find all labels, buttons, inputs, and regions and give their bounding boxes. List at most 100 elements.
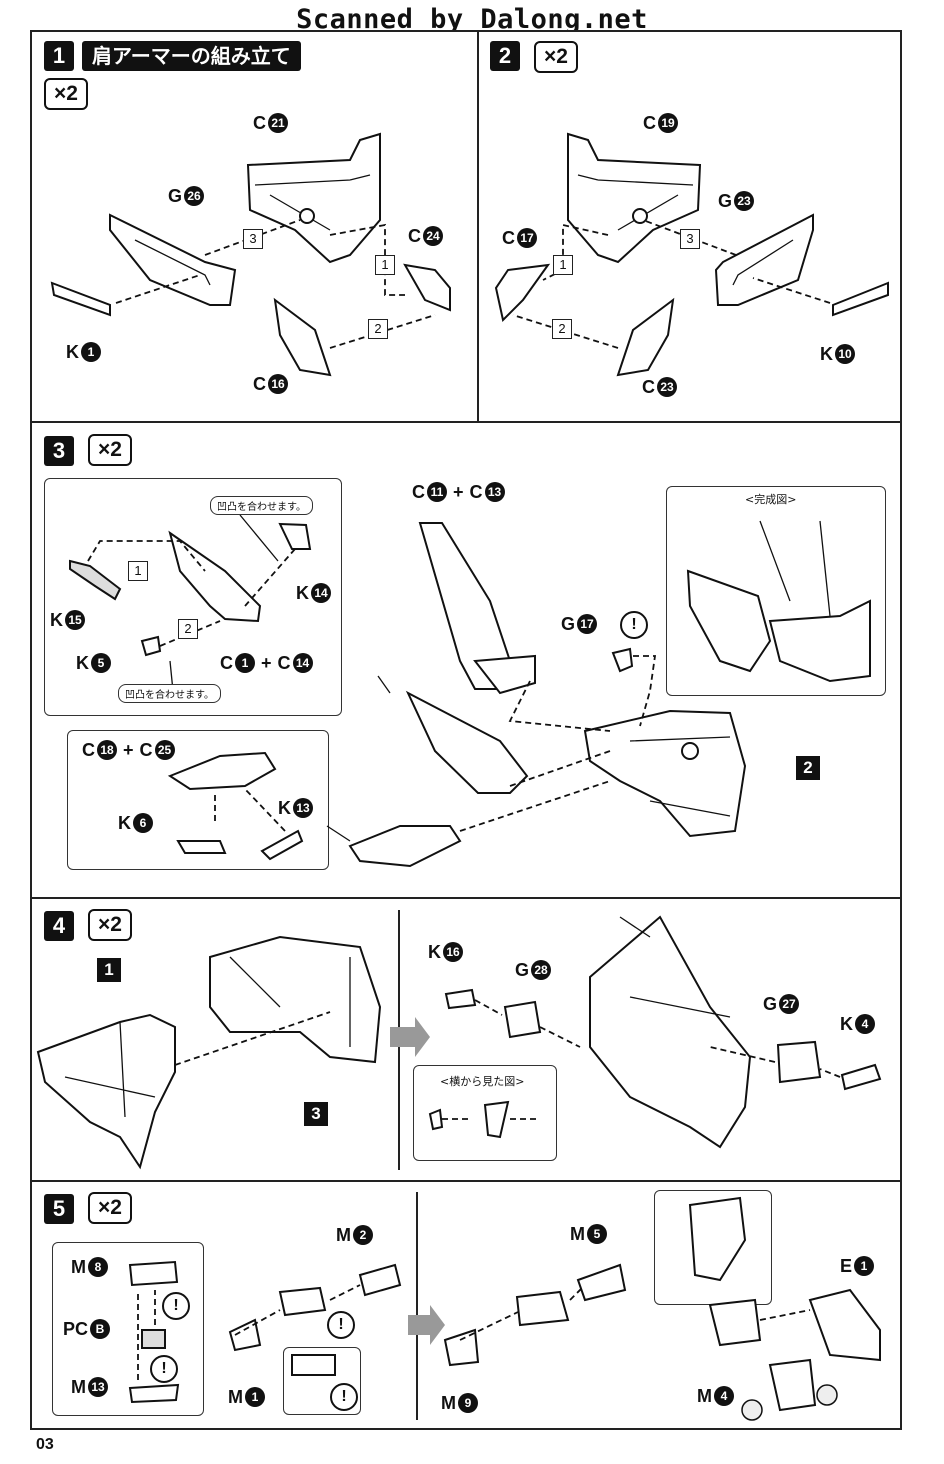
part-letter: C: [82, 740, 95, 760]
step-2-diagram: [494, 132, 889, 377]
caution-icon: !: [330, 1383, 358, 1411]
part-number-badge: 14: [292, 653, 313, 673]
part-number-badge: 16: [443, 942, 463, 962]
part-letter: M: [570, 1224, 585, 1244]
scan-credit: Scanned by Dalong.net: [296, 4, 648, 35]
part-number-badge: 19: [658, 113, 678, 133]
part-letter: M: [441, 1393, 456, 1413]
part-number-badge: 21: [268, 113, 288, 133]
step-3-multiplier: ×2: [88, 434, 132, 466]
step-5-multiplier: ×2: [88, 1192, 132, 1224]
part-letter: G: [718, 191, 733, 211]
part-letter: M: [228, 1387, 243, 1407]
part-number-badge: 1: [81, 342, 101, 362]
part-letter: C: [502, 228, 515, 248]
part-letter: C: [408, 226, 421, 246]
part-letter: G: [515, 960, 530, 980]
plus-sign: +: [123, 740, 134, 760]
reference-step-1: 1: [97, 958, 121, 982]
part-letter: C: [469, 482, 483, 502]
part-letter: C: [277, 653, 291, 673]
alignment-note-bottom: 凹凸を合わせます。: [118, 684, 221, 703]
sequence-marker-2: 2: [368, 319, 388, 339]
step-1-title: 肩アーマーの組み立て: [82, 41, 301, 71]
part-number-badge: 24: [423, 226, 443, 246]
step-1-multiplier: ×2: [44, 78, 88, 110]
reference-step-2: 2: [796, 756, 820, 780]
part-number-badge: 16: [268, 374, 288, 394]
part-letter: G: [763, 994, 778, 1014]
part-letter: K: [118, 813, 131, 833]
part-number-badge: 4: [855, 1014, 875, 1034]
alignment-note-top: 凹凸を合わせます。: [210, 496, 313, 515]
step-5-number: 5: [44, 1194, 74, 1224]
page-number: 03: [36, 1436, 54, 1453]
part-letter: PC: [63, 1319, 89, 1339]
caution-icon: !: [327, 1311, 355, 1339]
part-number-badge: 10: [835, 344, 855, 364]
part-letter: K: [76, 653, 89, 673]
completed-view-caption: <完成図>: [745, 493, 797, 506]
part-number-badge: 5: [587, 1224, 607, 1244]
part-number-badge: 25: [154, 740, 175, 760]
side-view-caption: <横から見た図>: [440, 1075, 525, 1088]
part-letter: K: [296, 583, 309, 603]
part-letter: K: [66, 342, 79, 362]
sub-assembly-box-1: [44, 478, 342, 716]
part-number-badge: 1: [245, 1387, 265, 1407]
part-letter: M: [336, 1225, 351, 1245]
part-number-badge: 13: [484, 482, 505, 502]
part-letter: C: [220, 653, 233, 673]
divider: [416, 1192, 418, 1420]
part-number-badge: 13: [293, 798, 313, 818]
part-number-badge: 8: [88, 1257, 108, 1277]
reference-step-3: 3: [304, 1102, 328, 1126]
part-number-badge: 23: [734, 191, 755, 211]
step-3-number: 3: [44, 436, 74, 466]
part-letter: C: [643, 113, 656, 133]
step-1-number: 1: [44, 41, 74, 71]
part-number-badge: 26: [184, 186, 205, 206]
step-1-diagram: [50, 132, 451, 377]
sequence-marker-2: 2: [178, 619, 198, 639]
part-letter: K: [278, 798, 291, 818]
sequence-marker-3: 3: [680, 229, 700, 249]
caution-icon: !: [620, 611, 648, 639]
part-letter: M: [697, 1386, 712, 1406]
part-letter: C: [412, 482, 425, 502]
step-5-diagram: [128, 1196, 881, 1421]
part-number-badge: 17: [577, 614, 598, 634]
part-letter: K: [840, 1014, 853, 1034]
step-2-number: 2: [490, 41, 520, 71]
part-letter: K: [50, 610, 63, 630]
part-letter: C: [139, 740, 153, 760]
part-number-badge: 23: [657, 377, 677, 397]
part-letter: C: [253, 113, 266, 133]
part-number-badge: 2: [353, 1225, 373, 1245]
step-2-multiplier: ×2: [534, 41, 578, 73]
part-number-badge: 18: [97, 740, 117, 760]
step-4-diagram: [36, 915, 882, 1170]
part-letter: G: [168, 186, 183, 206]
